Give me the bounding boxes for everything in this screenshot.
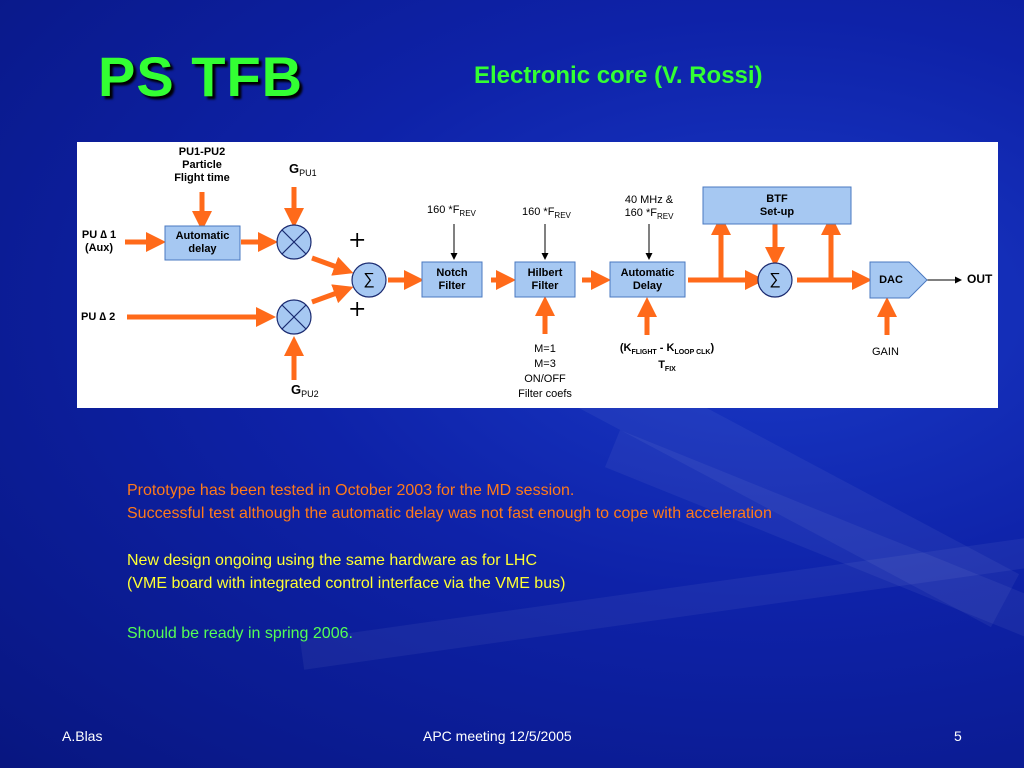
auto-delay-block-1 — [164, 225, 241, 261]
frev-label-2: 160 *FREV — [522, 206, 571, 221]
bullet-prototype: Prototype has been tested in October 200… — [127, 482, 575, 499]
hilbert-filter-block — [514, 261, 576, 298]
plus-bottom: + — [348, 297, 367, 322]
footer-page-number: 5 — [954, 728, 962, 744]
filter-params-label: M=1 M=3 ON/OFF Filter coefs — [518, 343, 572, 400]
slide-title: PS TFB — [98, 45, 304, 108]
footer-author: A.Blas — [62, 728, 103, 744]
multiplier-2 — [276, 299, 312, 335]
pu-delta1-label: PU ∆ 1 (Aux) — [81, 229, 117, 254]
out-label: OUT — [967, 272, 993, 286]
g-pu2-label: GPU2 — [291, 382, 319, 400]
btf-setup-block — [702, 186, 852, 225]
auto-delay-block-2 — [609, 261, 686, 298]
slide-subtitle: Electronic core (V. Rossi) — [474, 62, 763, 89]
mhz-label: 40 MHz & 160 *FREV — [624, 194, 674, 222]
notch-filter-block — [421, 261, 483, 298]
dac-label: DAC — [879, 273, 903, 286]
block-diagram: PU1-PU2 Particle Flight time PU ∆ 1 (Aux… — [77, 142, 998, 408]
summer-2 — [757, 262, 793, 298]
summer-1 — [351, 262, 387, 298]
dac-block — [869, 261, 928, 299]
arrow-mult1-to-sum1 — [311, 255, 354, 276]
bullet-new-design: New design ongoing using the same hardwa… — [127, 552, 538, 569]
g-pu1-label: GPU1 — [289, 161, 317, 179]
gain-label: GAIN — [872, 346, 899, 358]
arrow-mult2-to-sum1 — [311, 284, 354, 305]
footer-meeting: APC meeting 12/5/2005 — [423, 728, 572, 744]
sigma-symbol-1: ∑ — [363, 271, 375, 288]
bullet-successful-test: Successful test although the automatic d… — [127, 505, 772, 522]
diagram-graphics — [125, 186, 962, 380]
bullet-vme-board: (VME board with integrated control inter… — [127, 575, 566, 592]
sigma-symbol-2: ∑ — [769, 271, 781, 288]
pu-delta2-label: PU ∆ 2 — [81, 311, 116, 323]
plus-top: + — [348, 228, 367, 253]
bullet-ready-spring: Should be ready in spring 2006. — [127, 625, 353, 642]
frev-label-1: 160 *FREV — [427, 204, 476, 219]
multiplier-1 — [276, 224, 312, 260]
k-flight-label: (KFLIGHT - KLOOP CLK) TFIX — [619, 342, 715, 374]
pu1-pu2-label: PU1-PU2 Particle Flight time — [174, 146, 230, 184]
